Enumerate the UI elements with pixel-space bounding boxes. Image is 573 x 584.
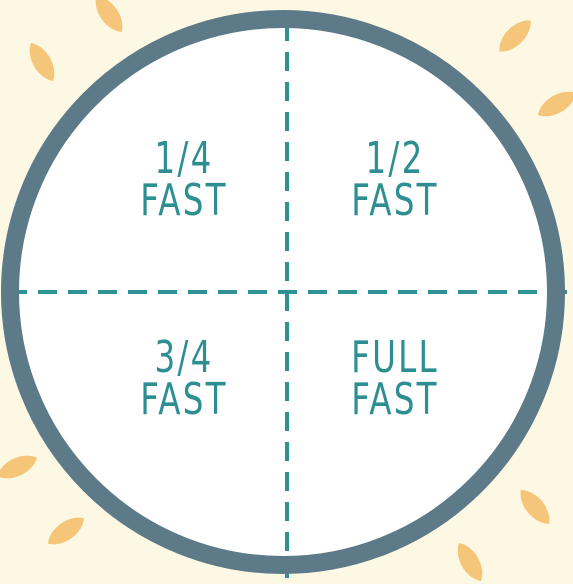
quadrant-word: FAST	[340, 379, 451, 421]
quadrant-fraction: 3/4	[129, 337, 240, 379]
quadrant-half-fast: 1/2 FAST	[340, 138, 451, 222]
quadrant-fraction: FULL	[340, 337, 451, 379]
quadrant-three-quarter-fast: 3/4 FAST	[129, 337, 240, 421]
quadrant-word: FAST	[129, 379, 240, 421]
quadrant-word: FAST	[129, 180, 240, 222]
quadrant-fraction: 1/2	[340, 138, 451, 180]
quadrant-full-fast: FULL FAST	[340, 337, 451, 421]
quadrant-word: FAST	[340, 180, 451, 222]
quadrant-quarter-fast: 1/4 FAST	[129, 138, 240, 222]
quadrant-fraction: 1/4	[129, 138, 240, 180]
